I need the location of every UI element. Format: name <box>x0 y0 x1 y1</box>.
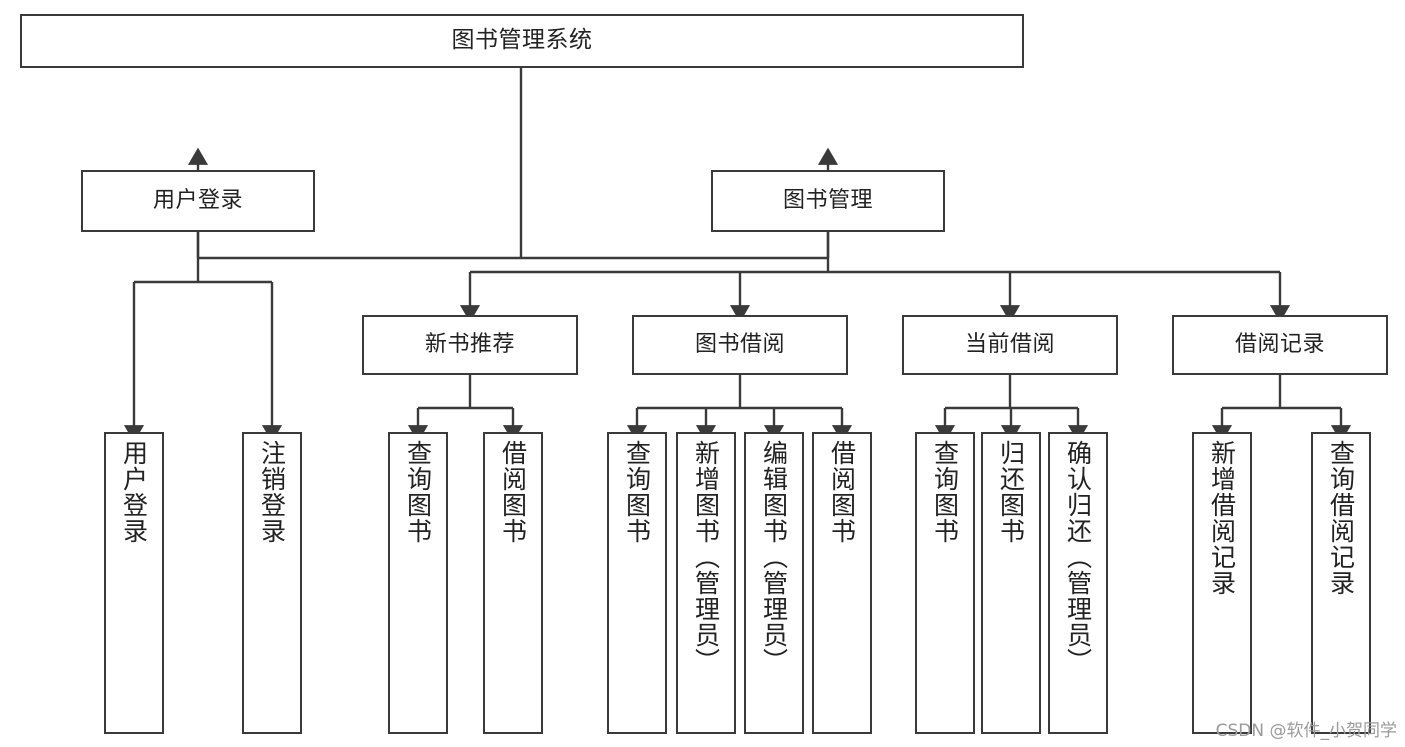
node-label: 借阅图书 <box>498 440 528 544</box>
node-user-login[interactable]: 用户登录 <box>81 170 315 232</box>
node-label: 图书管理系统 <box>451 27 593 54</box>
node-label: 用户登录 <box>119 440 149 544</box>
node-label: 编辑图书（管理员） <box>759 440 789 674</box>
node-label: 查询借阅记录 <box>1326 440 1356 596</box>
leaf-record-add-record[interactable]: 新增借阅记录 <box>1192 432 1252 734</box>
leaf-borrow-edit-book-admin[interactable]: 编辑图书（管理员） <box>744 432 804 734</box>
node-label: 新书推荐 <box>424 331 515 357</box>
leaf-current-query-book[interactable]: 查询图书 <box>915 432 975 734</box>
node-label: 借阅图书 <box>827 440 857 544</box>
node-new-book-recommend[interactable]: 新书推荐 <box>362 315 578 375</box>
node-label: 确认归还（管理员） <box>1063 440 1093 674</box>
node-label: 当前借阅 <box>964 331 1055 357</box>
node-label: 图书管理 <box>782 187 873 213</box>
node-label: 图书借阅 <box>694 331 785 357</box>
leaf-borrow-add-book-admin[interactable]: 新增图书（管理员） <box>676 432 736 734</box>
node-label: 归还图书 <box>996 440 1026 544</box>
node-label: 查询图书 <box>930 440 960 544</box>
leaf-record-query-record[interactable]: 查询借阅记录 <box>1311 432 1371 734</box>
leaf-borrow-borrow-book[interactable]: 借阅图书 <box>812 432 872 734</box>
node-book-management[interactable]: 图书管理 <box>711 170 945 232</box>
leaf-recommend-borrow-book[interactable]: 借阅图书 <box>483 432 543 734</box>
node-label: 查询图书 <box>403 440 433 544</box>
leaf-user-login-logout[interactable]: 注销登录 <box>242 432 302 734</box>
node-borrow-record[interactable]: 借阅记录 <box>1172 315 1388 375</box>
node-book-borrow[interactable]: 图书借阅 <box>632 315 848 375</box>
node-current-borrow[interactable]: 当前借阅 <box>902 315 1118 375</box>
node-label: 借阅记录 <box>1234 331 1325 357</box>
leaf-current-return-book[interactable]: 归还图书 <box>981 432 1041 734</box>
node-root-system[interactable]: 图书管理系统 <box>20 14 1024 68</box>
leaf-borrow-query-book[interactable]: 查询图书 <box>607 432 667 734</box>
node-label: 新增借阅记录 <box>1207 440 1237 596</box>
watermark-text: CSDN @软件_小贺同学 <box>1215 721 1397 741</box>
node-label: 查询图书 <box>622 440 652 544</box>
leaf-user-login-login[interactable]: 用户登录 <box>104 432 164 734</box>
leaf-current-confirm-return-admin[interactable]: 确认归还（管理员） <box>1048 432 1108 734</box>
node-label: 用户登录 <box>152 187 243 213</box>
node-label: 注销登录 <box>257 440 287 544</box>
leaf-recommend-query-book[interactable]: 查询图书 <box>388 432 448 734</box>
node-label: 新增图书（管理员） <box>691 440 721 674</box>
